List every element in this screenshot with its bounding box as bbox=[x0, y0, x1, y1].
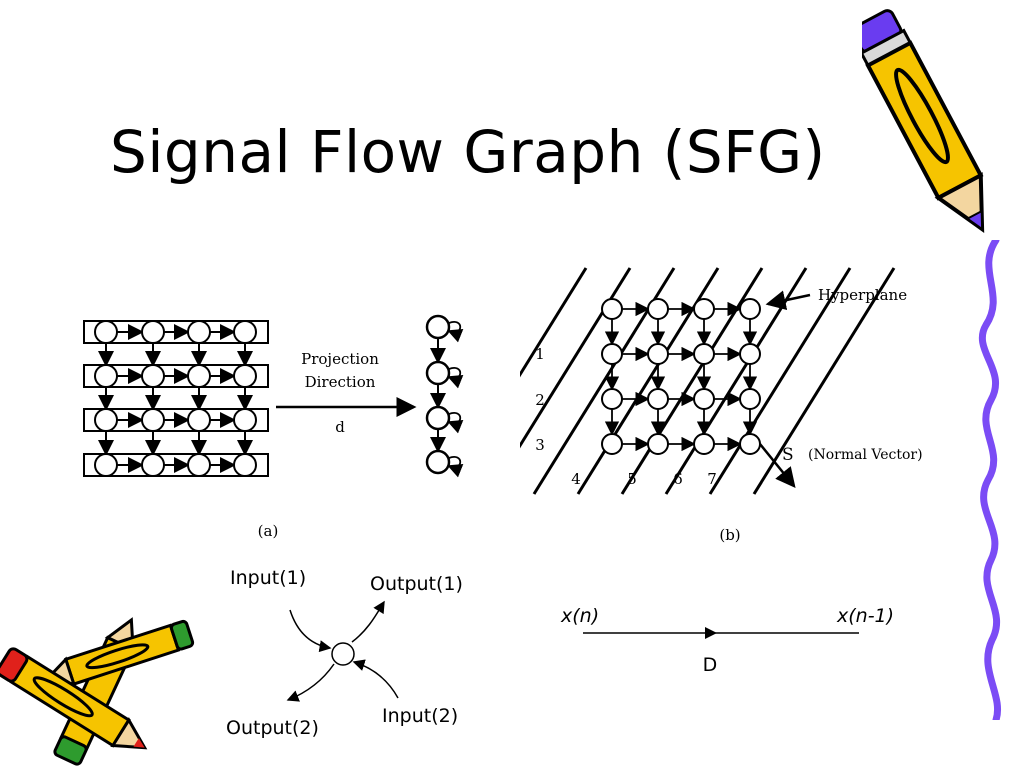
hyperplane-label: Hyperplane bbox=[818, 286, 907, 304]
grid-b-node bbox=[739, 343, 761, 365]
grid-b-node bbox=[739, 388, 761, 410]
output1-label: Output(1) bbox=[370, 573, 463, 595]
row-box bbox=[83, 453, 269, 477]
input1-label: Input(1) bbox=[230, 567, 306, 589]
self-loop bbox=[447, 320, 464, 343]
hyperplane-line bbox=[620, 267, 764, 495]
grid-node bbox=[233, 453, 257, 477]
delay-symbol-label: D bbox=[703, 654, 718, 676]
column-label-5: 5 bbox=[627, 470, 637, 488]
hyperplane-line bbox=[520, 267, 588, 378]
grid-node bbox=[141, 408, 165, 432]
input1-edge bbox=[289, 609, 332, 653]
node-io-diagram: Input(1) Output(1) Input(2) Output(2) bbox=[226, 567, 463, 739]
pencil-lead bbox=[965, 209, 984, 231]
grid-node bbox=[141, 320, 165, 344]
grid-node bbox=[94, 453, 118, 477]
projected-node bbox=[425, 360, 451, 386]
grid-node bbox=[187, 453, 211, 477]
figure-a-node-grid bbox=[83, 320, 269, 477]
grid-node bbox=[233, 320, 257, 344]
row-box bbox=[83, 364, 269, 388]
column-label-7: 7 bbox=[707, 470, 717, 488]
normal-symbol: S bbox=[782, 445, 794, 465]
delay-right-label: x(n-1) bbox=[836, 605, 894, 627]
grid-b-node bbox=[601, 343, 623, 365]
normal-vector-label: (Normal Vector) bbox=[808, 447, 923, 463]
pencils-clipart-bottom-left bbox=[0, 617, 195, 766]
grid-b-node bbox=[693, 388, 715, 410]
grid-b-node bbox=[647, 298, 669, 320]
grid-b-node bbox=[601, 298, 623, 320]
grid-node bbox=[141, 453, 165, 477]
row-label-3: 3 bbox=[535, 436, 545, 454]
projection-label-line2: Direction bbox=[305, 373, 376, 391]
grid-node bbox=[94, 364, 118, 388]
grid-b-node bbox=[647, 388, 669, 410]
grid-node bbox=[141, 364, 165, 388]
normal-vector-arrow bbox=[759, 443, 796, 488]
delay-diagram: x(n) x(n-1) D bbox=[560, 605, 894, 676]
pencil-highlight bbox=[894, 67, 950, 165]
grid-b-node bbox=[693, 298, 715, 320]
figure-a-caption: (a) bbox=[258, 522, 279, 540]
projected-node bbox=[425, 314, 451, 340]
row-label-2: 2 bbox=[535, 391, 545, 409]
row-label-1: 1 bbox=[535, 345, 545, 363]
grid-b-node bbox=[647, 433, 669, 455]
grid-b-node bbox=[739, 433, 761, 455]
direction-label: d bbox=[335, 418, 345, 436]
figure-a-projected-column bbox=[425, 314, 464, 478]
delay-left-label: x(n) bbox=[560, 605, 599, 627]
io-node bbox=[331, 642, 355, 666]
grid-b-node bbox=[693, 343, 715, 365]
grid-node bbox=[233, 408, 257, 432]
grid-node bbox=[233, 364, 257, 388]
grid-b-node bbox=[601, 388, 623, 410]
pencil-clipart-top-right bbox=[862, 9, 985, 233]
figure-b-caption: (b) bbox=[719, 526, 740, 544]
self-loop bbox=[447, 411, 464, 434]
output2-edge bbox=[286, 663, 335, 702]
grid-b-node bbox=[739, 298, 761, 320]
grid-b-node bbox=[601, 433, 623, 455]
hyperplane-line bbox=[752, 267, 896, 495]
figure-a: Projection Direction d (a) bbox=[83, 314, 464, 540]
figure-b: Hyperplane 1 2 3 4 5 6 7 S (Normal Vecto… bbox=[520, 267, 923, 544]
grid-b-node bbox=[647, 343, 669, 365]
projection-label-line1: Projection bbox=[301, 350, 379, 368]
column-label-4: 4 bbox=[571, 470, 581, 488]
grid-node bbox=[94, 408, 118, 432]
output2-label: Output(2) bbox=[226, 717, 319, 739]
hyperplane-pointer-arrow bbox=[765, 290, 811, 311]
grid-node bbox=[187, 408, 211, 432]
grid-node bbox=[187, 364, 211, 388]
figure-b-node-grid bbox=[601, 298, 761, 455]
slide-title: Signal Flow Graph (SFG) bbox=[110, 118, 826, 186]
input2-edge bbox=[352, 659, 399, 699]
grid-node bbox=[94, 320, 118, 344]
output1-edge bbox=[351, 600, 385, 643]
decorative-squiggle bbox=[978, 240, 1001, 720]
projected-node bbox=[425, 405, 451, 431]
grid-b-node bbox=[693, 433, 715, 455]
pencil-body bbox=[865, 40, 984, 201]
self-loop bbox=[447, 366, 464, 389]
hyperplane-line bbox=[708, 267, 852, 495]
self-loop bbox=[447, 455, 464, 478]
column-label-6: 6 bbox=[673, 470, 683, 488]
row-box bbox=[83, 320, 269, 344]
projected-node bbox=[425, 449, 451, 475]
row-box bbox=[83, 408, 269, 432]
input2-label: Input(2) bbox=[382, 705, 458, 727]
grid-node bbox=[187, 320, 211, 344]
